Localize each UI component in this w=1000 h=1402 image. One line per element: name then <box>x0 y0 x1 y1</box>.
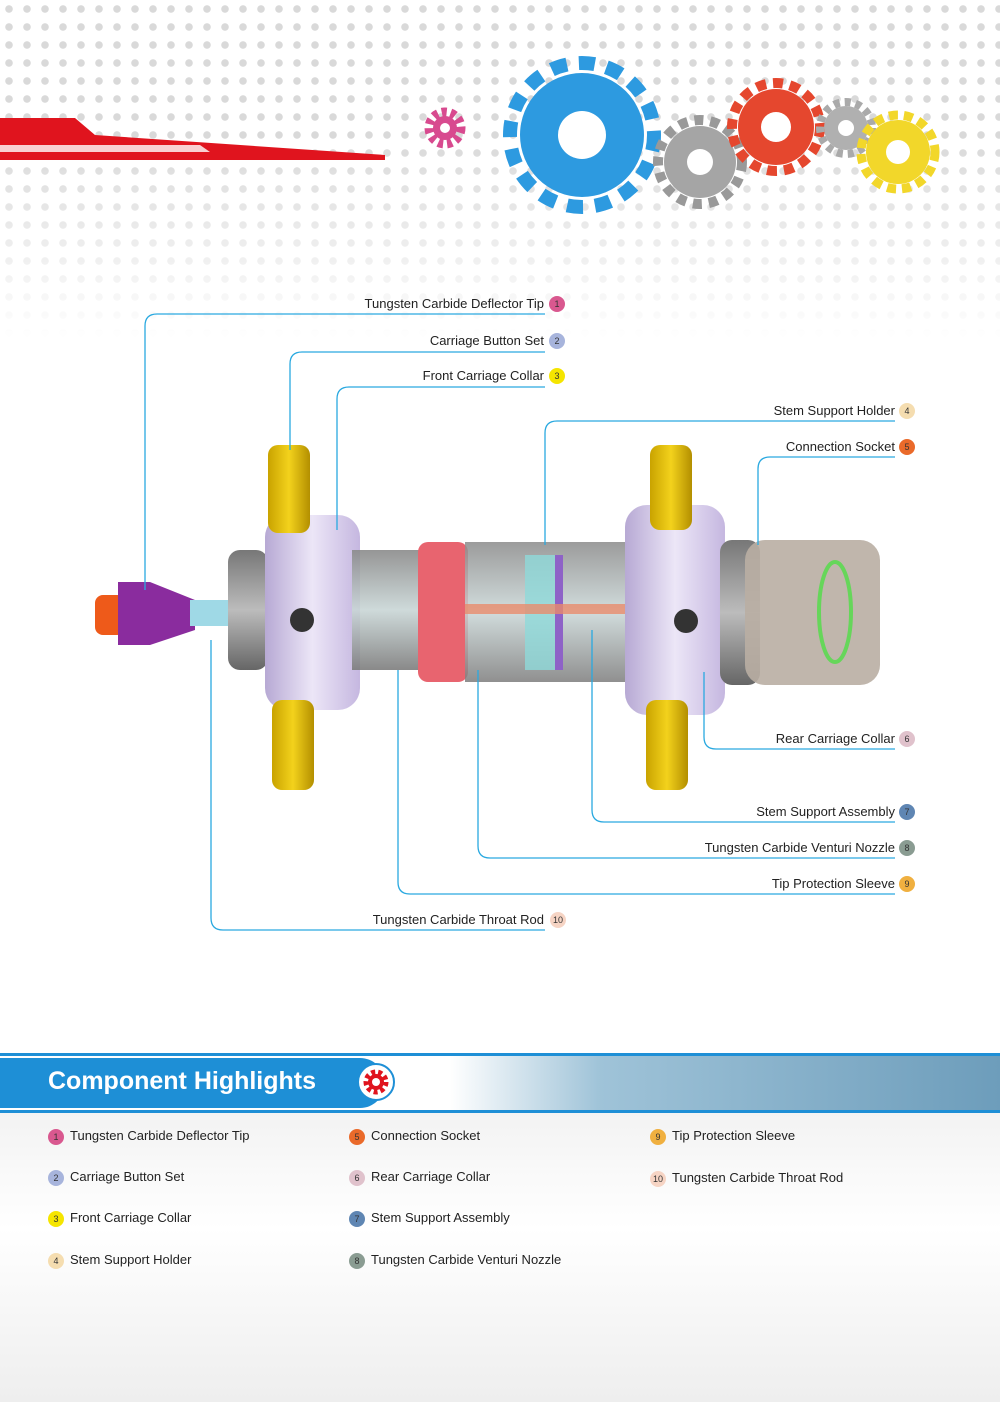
header-graphic <box>0 56 940 214</box>
legend-badge: 3 <box>48 1210 64 1227</box>
legend-item-7: 7 Stem Support Assembly <box>349 1210 510 1227</box>
callout-badge-7: 7 <box>899 804 915 820</box>
legend-item-5: 5 Connection Socket <box>349 1128 480 1145</box>
legend-area <box>0 1113 1000 1402</box>
deflector-tip <box>118 582 195 645</box>
gear-icon <box>357 1063 395 1101</box>
legend-label: Carriage Button Set <box>70 1169 185 1184</box>
legend-badge: 5 <box>349 1128 365 1145</box>
front-carriage-collar <box>265 515 360 710</box>
callout-badge-1: 1 <box>549 296 565 312</box>
callout-label-3: Front Carriage Collar <box>422 368 544 383</box>
callout-badge-3: 3 <box>549 368 565 384</box>
dotted-background <box>0 0 1000 340</box>
callout-label-5: Connection Socket <box>785 439 895 454</box>
legend-badge: 2 <box>48 1169 64 1186</box>
legend-label: Tungsten Carbide Throat Rod <box>672 1170 844 1185</box>
legend-item-9: 9 Tip Protection Sleeve <box>650 1128 795 1145</box>
callout-badge-6: 6 <box>899 731 915 747</box>
legend-item-2: 2 Carriage Button Set <box>48 1169 184 1186</box>
legend-label: Rear Carriage Collar <box>371 1169 491 1184</box>
legend-label: Connection Socket <box>371 1128 481 1143</box>
tip-protection-sleeve <box>418 542 468 682</box>
callout-badge-5: 5 <box>899 439 915 455</box>
legend-label: Tungsten Carbide Deflector Tip <box>70 1128 250 1143</box>
legend-badge: 7 <box>349 1210 365 1227</box>
callout-badge-8: 8 <box>899 840 915 856</box>
callout-label-6: Rear Carriage Collar <box>775 731 895 746</box>
section-header-bar <box>0 1058 385 1108</box>
legend-badge: 9 <box>650 1128 666 1145</box>
legend-badge: 4 <box>48 1252 64 1269</box>
legend-label: Stem Support Assembly <box>371 1210 510 1225</box>
callout-badge-10: 10 <box>550 912 566 928</box>
gear-pink-icon <box>424 107 466 149</box>
gear-blue-icon <box>503 56 661 214</box>
legend-label: Front Carriage Collar <box>70 1210 192 1225</box>
callout-badge-2: 2 <box>549 333 565 349</box>
callout-label-4: Stem Support Holder <box>773 403 895 418</box>
legend-item-8: 8 Tungsten Carbide Venturi Nozzle <box>349 1252 561 1269</box>
legend-item-6: 6 Rear Carriage Collar <box>349 1169 490 1186</box>
device-illustration <box>95 445 880 790</box>
callout-badge-4: 4 <box>899 403 915 419</box>
callout-lines <box>144 313 895 931</box>
legend-badge: 10 <box>650 1170 666 1187</box>
legend-badge: 8 <box>349 1252 365 1269</box>
legend-item-3: 3 Front Carriage Collar <box>48 1210 191 1227</box>
carriage-button-top-left <box>268 445 310 533</box>
callout-label-2: Carriage Button Set <box>429 333 544 348</box>
legend-label: Stem Support Holder <box>70 1252 192 1267</box>
rear-carriage-collar <box>625 505 725 715</box>
carriage-button-bottom-left <box>272 700 314 790</box>
legend-label: Tip Protection Sleeve <box>672 1128 796 1143</box>
legend-item-10: 10 Tungsten Carbide Throat Rod <box>650 1170 843 1187</box>
callout-label-10: Tungsten Carbide Throat Rod <box>372 912 544 927</box>
callout-label-1: Tungsten Carbide Deflector Tip <box>364 296 544 311</box>
callout-label-9: Tip Protection Sleeve <box>771 876 895 891</box>
legend-item-1: 1 Tungsten Carbide Deflector Tip <box>48 1128 249 1145</box>
legend-badge: 6 <box>349 1169 365 1186</box>
callout-label-8: Tungsten Carbide Venturi Nozzle <box>704 840 895 855</box>
legend-item-4: 4 Stem Support Holder <box>48 1252 191 1269</box>
gear-yellow-icon <box>856 110 940 194</box>
legend-label: Tungsten Carbide Venturi Nozzle <box>371 1252 562 1267</box>
legend-badge: 1 <box>48 1128 64 1145</box>
callout-label-7: Stem Support Assembly <box>756 804 895 819</box>
callout-badge-9: 9 <box>899 876 915 892</box>
deflector-tip-orange <box>95 595 125 635</box>
section-title: Component Highlights <box>48 1067 317 1095</box>
